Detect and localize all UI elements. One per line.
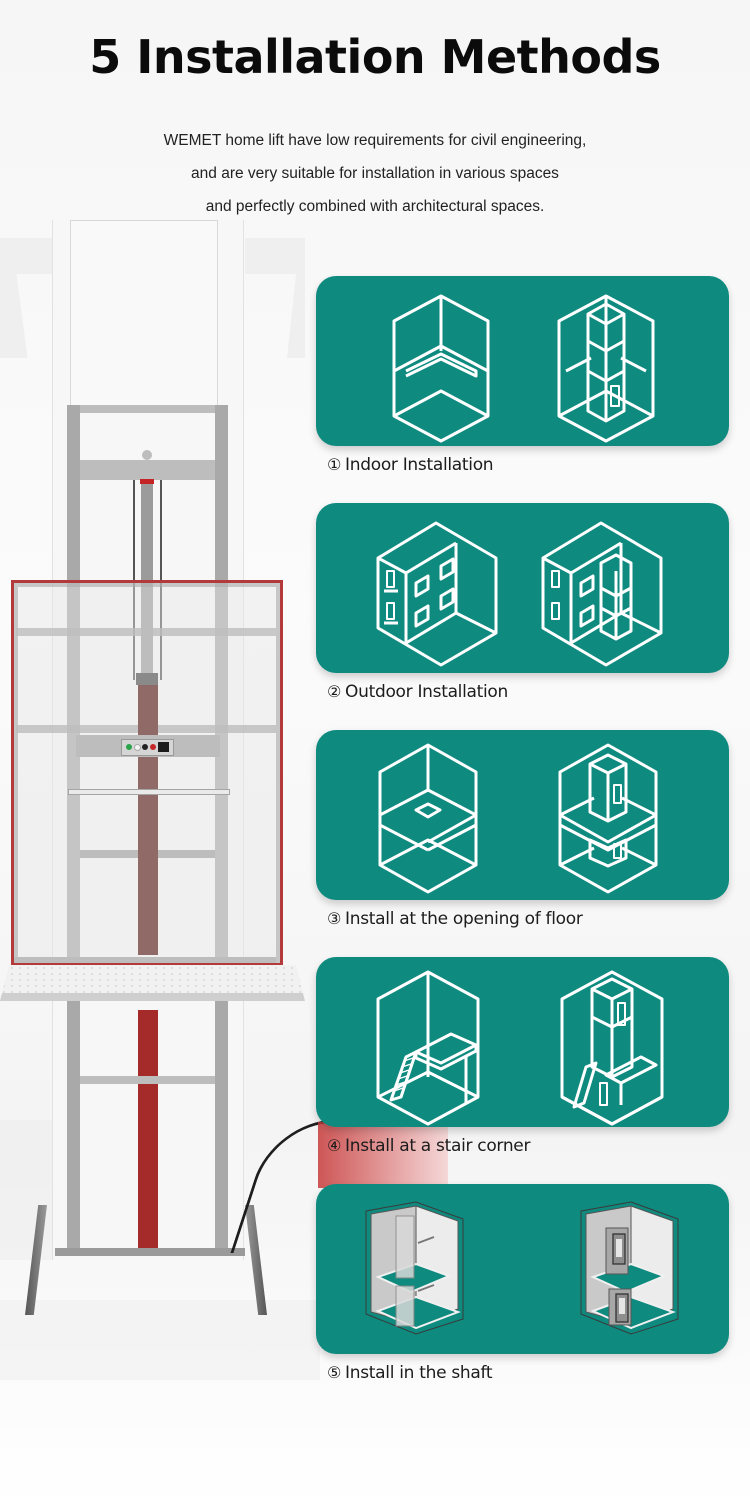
lift-column-collar (136, 673, 158, 685)
lift-column-cap (140, 479, 154, 484)
method-number: ② (327, 682, 342, 701)
method-card (316, 276, 729, 446)
black-button-icon (142, 744, 148, 750)
lift-glass-bottom-frame (14, 957, 276, 963)
lift-handrail (68, 789, 230, 795)
method-label: Install at a stair corner (345, 1136, 531, 1156)
page-title: 5 Installation Methods (89, 30, 661, 84)
lift-base-bar (55, 1248, 245, 1256)
method-number: ④ (327, 1136, 342, 1155)
lift-frame-crossbar (80, 460, 215, 480)
intro-line: WEMET home lift have low requirements fo… (163, 132, 587, 149)
intro-line: and are very suitable for installation i… (191, 165, 559, 182)
intro-line: and perfectly combined with architectura… (205, 198, 545, 215)
room-corner-with-lift-icon (557, 294, 655, 443)
method-label: Install in the shaft (345, 1363, 493, 1383)
shaft-with-lift-icon (580, 1201, 679, 1335)
intro-paragraph: WEMET home lift have low requirements fo… (0, 124, 750, 223)
lift-frame-upright-left (67, 405, 80, 1255)
method-card (316, 957, 729, 1127)
lift-frame-upright-right (215, 405, 228, 1255)
white-button-icon (134, 744, 141, 751)
empty-shaft-icon (365, 1201, 464, 1335)
stair-corner-with-lift-icon (560, 970, 664, 1126)
floor-opening-icon (378, 743, 478, 894)
lift-red-column-lower (138, 1010, 158, 1250)
home-lift-illustration (0, 220, 347, 1350)
building-exterior-with-lift-icon (541, 521, 663, 667)
stair-corner-icon (376, 970, 480, 1126)
green-button-icon (126, 744, 132, 750)
lift-control-panel (121, 739, 174, 756)
red-button-icon (150, 744, 156, 750)
method-number: ③ (327, 909, 342, 928)
lift-top-panel (70, 220, 218, 407)
method-number: ① (327, 455, 342, 474)
power-switch-icon (158, 742, 169, 752)
method-label: Install at the opening of floor (345, 909, 583, 929)
method-label: Indoor Installation (345, 455, 494, 475)
background-beam-bottom-left (0, 1120, 60, 1260)
building-exterior-icon (376, 521, 498, 667)
room-corner-icon (392, 294, 490, 443)
background-red-lift-panel (318, 1122, 448, 1188)
lift-frame-crossbar (16, 628, 276, 636)
method-label: Outdoor Installation (345, 682, 509, 702)
lift-motor-knob (142, 450, 152, 460)
method-card (316, 730, 729, 900)
method-number: ⑤ (327, 1363, 342, 1382)
lift-red-column-inner (138, 685, 158, 955)
floor-opening-with-lift-icon (558, 743, 658, 894)
lift-platform-floor (0, 965, 305, 1001)
lift-frame-crossbar (80, 405, 215, 413)
method-card (316, 1184, 729, 1354)
method-card (316, 503, 729, 673)
lift-frame-crossbar (80, 1076, 215, 1084)
lift-foot-left (25, 1205, 47, 1315)
